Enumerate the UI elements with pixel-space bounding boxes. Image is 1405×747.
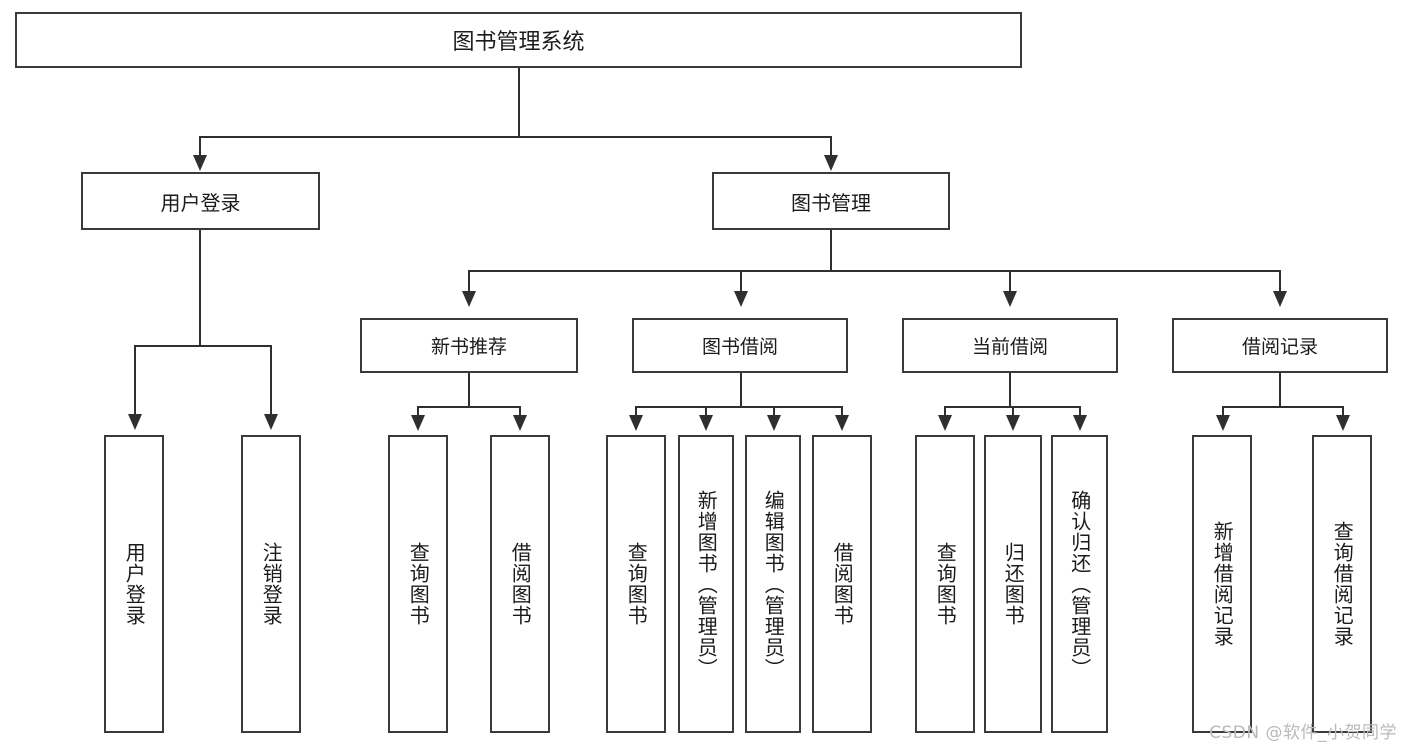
node-label: 图书管理 bbox=[791, 190, 871, 215]
node-label: 图书借阅 bbox=[701, 336, 778, 358]
connector-book-management-stem bbox=[830, 230, 832, 270]
node-book-management[interactable]: 图书管理 bbox=[712, 172, 950, 230]
node-current-borrow[interactable]: 当前借阅 bbox=[902, 318, 1118, 373]
node-label: 查询图书 bbox=[624, 542, 649, 626]
arrow-down-icon bbox=[1216, 415, 1230, 431]
connector-user-login-child-1 bbox=[134, 345, 136, 417]
leaf-return-book[interactable]: 归还图书 bbox=[984, 435, 1042, 733]
connector-book-borrow-child-1 bbox=[635, 406, 637, 418]
connector-borrow-record-bar bbox=[1222, 406, 1342, 408]
node-book-borrow[interactable]: 图书借阅 bbox=[632, 318, 848, 373]
node-label: 归还图书 bbox=[1001, 542, 1026, 626]
leaf-query-book-current[interactable]: 查询图书 bbox=[915, 435, 975, 733]
arrow-down-icon bbox=[1003, 291, 1017, 307]
leaf-add-book-admin[interactable]: 新增图书（管理员） bbox=[678, 435, 734, 733]
arrow-down-icon bbox=[193, 155, 207, 171]
watermark: CSDN @软件_小贺同学 bbox=[1209, 723, 1397, 743]
connector-root-to-book-management bbox=[830, 136, 832, 158]
node-user-login[interactable]: 用户登录 bbox=[81, 172, 320, 230]
node-label: 图书管理系统 bbox=[452, 30, 585, 55]
arrow-down-icon bbox=[264, 414, 278, 430]
connector-user-login-bar bbox=[134, 345, 272, 347]
leaf-confirm-return-admin[interactable]: 确认归还（管理员） bbox=[1051, 435, 1108, 733]
arrow-down-icon bbox=[734, 291, 748, 307]
node-label: 确认归还（管理员） bbox=[1067, 489, 1092, 679]
connector-book-borrow-bar bbox=[635, 406, 843, 408]
connector-bm-to-book-borrow bbox=[740, 270, 742, 294]
connector-root-to-user-login bbox=[199, 136, 201, 158]
connector-root-stem bbox=[518, 68, 520, 136]
arrow-down-icon bbox=[411, 415, 425, 431]
leaf-borrow-book-recommend[interactable]: 借阅图书 bbox=[490, 435, 550, 733]
leaf-borrow-book[interactable]: 借阅图书 bbox=[812, 435, 872, 733]
leaf-query-book-borrow[interactable]: 查询图书 bbox=[606, 435, 666, 733]
connector-borrow-record-stem bbox=[1279, 373, 1281, 406]
arrow-down-icon bbox=[699, 415, 713, 431]
node-root-book-management-system[interactable]: 图书管理系统 bbox=[15, 12, 1022, 68]
connector-new-book-child-1 bbox=[417, 406, 419, 418]
node-label: 用户登录 bbox=[122, 542, 147, 626]
leaf-query-book-recommend[interactable]: 查询图书 bbox=[388, 435, 448, 733]
connector-current-borrow-stem bbox=[1009, 373, 1011, 406]
connector-book-management-bar bbox=[468, 270, 1280, 272]
connector-book-borrow-child-2 bbox=[705, 406, 707, 418]
leaf-add-borrow-record[interactable]: 新增借阅记录 bbox=[1192, 435, 1252, 733]
connector-new-book-stem bbox=[468, 373, 470, 406]
connector-bm-to-borrow-record bbox=[1279, 270, 1281, 294]
node-label: 查询借阅记录 bbox=[1330, 521, 1355, 647]
arrow-down-icon bbox=[1273, 291, 1287, 307]
node-label: 用户登录 bbox=[160, 190, 241, 215]
node-label: 借阅图书 bbox=[830, 542, 855, 626]
connector-current-borrow-child-2 bbox=[1012, 406, 1014, 418]
connector-new-book-child-2 bbox=[519, 406, 521, 418]
node-label: 借阅记录 bbox=[1241, 336, 1318, 358]
connector-bm-to-current-borrow bbox=[1009, 270, 1011, 294]
connector-current-borrow-child-3 bbox=[1079, 406, 1081, 418]
node-label: 注销登录 bbox=[259, 542, 284, 626]
arrow-down-icon bbox=[835, 415, 849, 431]
connector-user-login-stem bbox=[199, 230, 201, 345]
connector-borrow-record-child-1 bbox=[1222, 406, 1224, 418]
connector-book-borrow-child-3 bbox=[773, 406, 775, 418]
node-label: 查询图书 bbox=[406, 542, 431, 626]
leaf-query-borrow-record[interactable]: 查询借阅记录 bbox=[1312, 435, 1372, 733]
arrow-down-icon bbox=[629, 415, 643, 431]
connector-bm-to-new-book bbox=[468, 270, 470, 294]
node-label: 借阅图书 bbox=[508, 542, 533, 626]
leaf-logout[interactable]: 注销登录 bbox=[241, 435, 301, 733]
arrow-down-icon bbox=[462, 291, 476, 307]
connector-root-bar bbox=[199, 136, 832, 138]
arrow-down-icon bbox=[1336, 415, 1350, 431]
node-label: 新增图书（管理员） bbox=[694, 489, 719, 679]
arrow-down-icon bbox=[1006, 415, 1020, 431]
arrow-down-icon bbox=[1073, 415, 1087, 431]
node-label: 编辑图书（管理员） bbox=[761, 489, 786, 679]
leaf-user-login[interactable]: 用户登录 bbox=[104, 435, 164, 733]
node-label: 新增借阅记录 bbox=[1210, 521, 1235, 647]
connector-borrow-record-child-2 bbox=[1342, 406, 1344, 418]
connector-new-book-bar bbox=[417, 406, 521, 408]
connector-current-borrow-child-1 bbox=[944, 406, 946, 418]
arrow-down-icon bbox=[938, 415, 952, 431]
arrow-down-icon bbox=[767, 415, 781, 431]
arrow-down-icon bbox=[513, 415, 527, 431]
connector-book-borrow-stem bbox=[740, 373, 742, 406]
arrow-down-icon bbox=[128, 414, 142, 430]
node-borrow-record[interactable]: 借阅记录 bbox=[1172, 318, 1388, 373]
leaf-edit-book-admin[interactable]: 编辑图书（管理员） bbox=[745, 435, 801, 733]
node-new-book-recommend[interactable]: 新书推荐 bbox=[360, 318, 578, 373]
node-label: 新书推荐 bbox=[430, 336, 507, 358]
node-label: 当前借阅 bbox=[971, 336, 1048, 358]
connector-user-login-child-2 bbox=[270, 345, 272, 417]
node-label: 查询图书 bbox=[933, 542, 958, 626]
connector-book-borrow-child-4 bbox=[841, 406, 843, 418]
arrow-down-icon bbox=[824, 155, 838, 171]
